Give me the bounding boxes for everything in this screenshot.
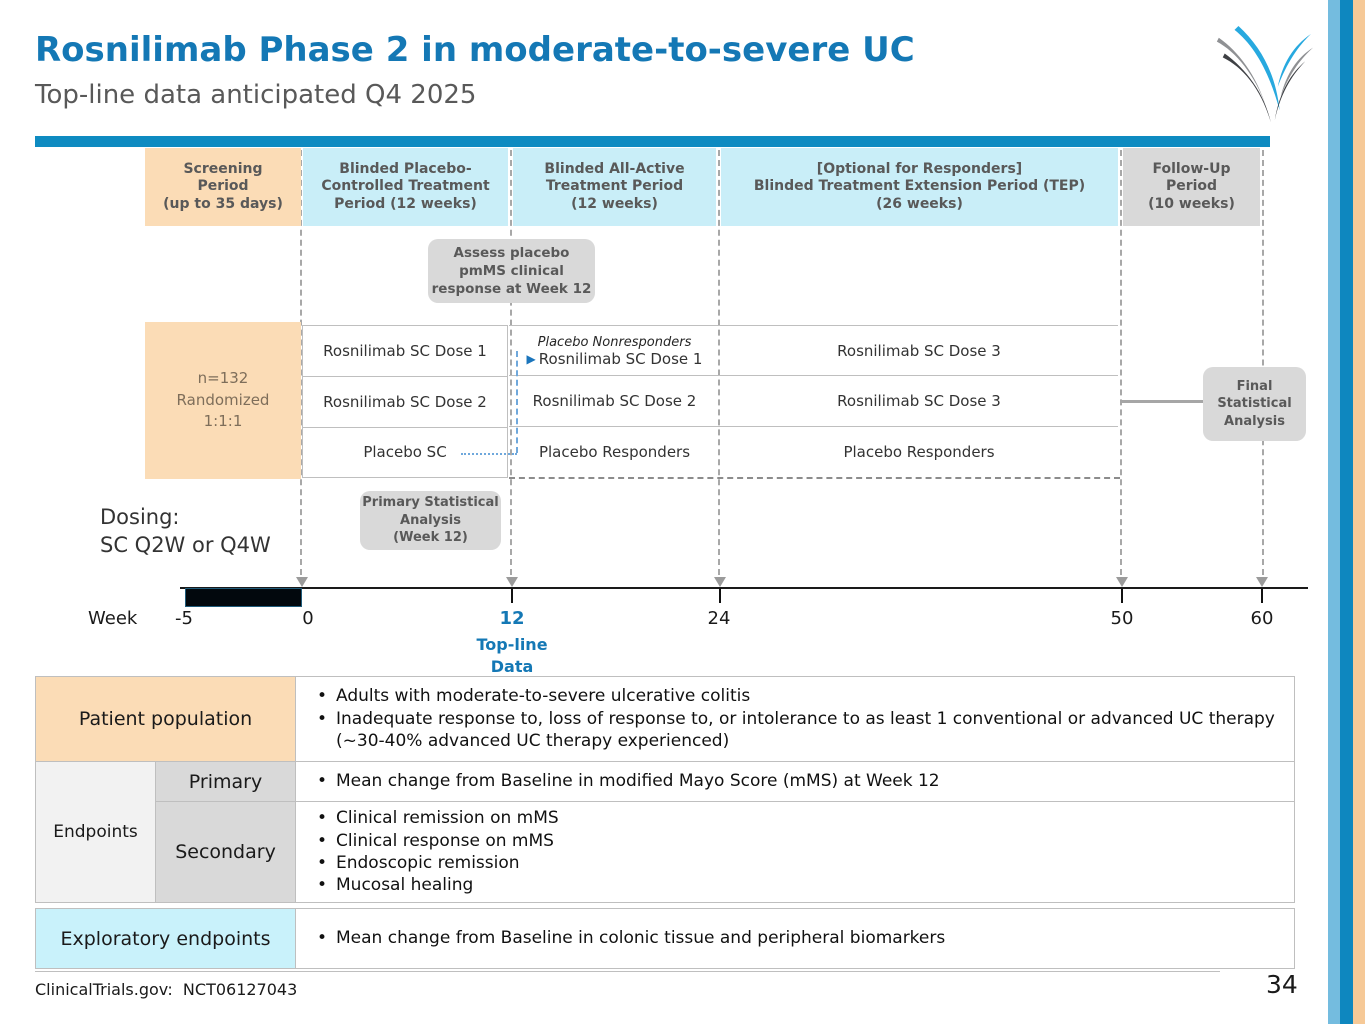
page-title: Rosnilimab Phase 2 in moderate-to-severe… xyxy=(35,30,915,70)
blue-arrow-icon: ▶ xyxy=(526,351,536,366)
down-arrow-icon xyxy=(296,577,308,587)
period-screening: Screening Period (up to 35 days) xyxy=(145,148,301,226)
dashed-line-week50 xyxy=(1120,150,1122,575)
exploratory-endpoints-header: Exploratory endpoints xyxy=(35,908,296,969)
screening-period-bar xyxy=(185,588,302,607)
arm-label: Rosnilimab SC Dose 2 xyxy=(303,376,507,427)
timeline-axis xyxy=(180,587,1308,589)
arm-label: Rosnilimab SC Dose 1 xyxy=(538,349,703,368)
edge-stripe-light-blue xyxy=(1328,0,1340,1024)
tick-week60 xyxy=(1261,588,1263,603)
endpoints-header: Endpoints xyxy=(35,761,156,903)
arm-label: Placebo Responders xyxy=(843,443,995,461)
dashed-line-week12 xyxy=(510,150,512,575)
arm-label: Placebo SC xyxy=(303,426,507,478)
period-follow-up: Follow-Up Period (10 weeks) xyxy=(1123,148,1260,226)
down-arrow-icon xyxy=(1256,577,1268,587)
period-placebo-controlled: Blinded Placebo- Controlled Treatment Pe… xyxy=(303,148,508,226)
rerandomization-dashed-line xyxy=(516,351,518,453)
tick-label-week12: 12 xyxy=(499,608,525,629)
arm-label: Rosnilimab SC Dose 1 xyxy=(323,342,487,360)
axis-label: Week xyxy=(88,608,138,629)
dosing-note: Dosing: SC Q2W or Q4W xyxy=(100,505,271,558)
dashed-line-week0 xyxy=(300,150,302,575)
tick-label: -5 xyxy=(175,608,193,629)
randomization-box: n=132 Randomized 1:1:1 xyxy=(145,322,301,479)
assess-placebo-note: Assess placebo pmMS clinical response at… xyxy=(428,239,595,303)
tick-week24 xyxy=(719,588,721,603)
bullet-item: Mean change from Baseline in colonic tis… xyxy=(310,927,1284,950)
arms-period1-column: Rosnilimab SC Dose 1 Rosnilimab SC Dose … xyxy=(302,325,508,478)
tick-label: 60 xyxy=(1250,608,1274,629)
period-treatment-extension: [Optional for Responders] Blinded Treatm… xyxy=(721,148,1118,226)
nct-id: NCT06127043 xyxy=(182,980,298,999)
arm-label: Rosnilimab SC Dose 3 xyxy=(837,341,1001,360)
arm-label: Placebo Responders xyxy=(538,443,691,461)
tick-label: 50 xyxy=(1110,608,1134,629)
grid-line xyxy=(509,375,1118,376)
registry-label: ClinicalTrials.gov: xyxy=(35,980,173,999)
header-divider-bar xyxy=(35,136,1270,147)
company-logo-icon xyxy=(1216,25,1314,123)
grid-line xyxy=(509,426,1118,427)
bullet-item: Mucosal healing xyxy=(310,874,1284,897)
tick-label: 0 xyxy=(302,608,314,629)
rerandomization-dotted-line xyxy=(461,453,517,455)
nonresponders-label: Placebo Nonresponders xyxy=(537,334,692,350)
bullet-item: Endoscopic remission xyxy=(310,852,1284,875)
bullet-item: Mean change from Baseline in modified Ma… xyxy=(310,770,1284,793)
primary-endpoint-header: Primary xyxy=(155,761,296,802)
bullet-item: Clinical remission on mMS xyxy=(310,807,1284,830)
edge-stripe-orange xyxy=(1353,0,1365,1024)
final-statistical-analysis-box: Final Statistical Analysis xyxy=(1203,367,1306,441)
page-subtitle: Top-line data anticipated Q4 2025 xyxy=(35,80,477,110)
clinicaltrials-reference: ClinicalTrials.gov: NCT06127043 xyxy=(35,980,297,999)
period-all-active: Blinded All-Active Treatment Period (12 … xyxy=(513,148,716,226)
page-number: 34 xyxy=(1266,970,1298,999)
down-arrow-icon xyxy=(714,577,726,587)
primary-endpoint-bullets: Mean change from Baseline in modified Ma… xyxy=(295,761,1295,802)
bullet-item: Clinical response on mMS xyxy=(310,830,1284,853)
dashed-line-week24 xyxy=(718,150,720,575)
arm-label: Rosnilimab SC Dose 3 xyxy=(837,392,1001,410)
bullet-item: Adults with moderate-to-severe ulcerativ… xyxy=(310,685,1284,708)
tick-label: 24 xyxy=(707,608,731,629)
secondary-endpoint-header: Secondary xyxy=(155,801,296,903)
arm-placebo-nonresponders: Placebo Nonresponders ▶ Rosnilimab SC Do… xyxy=(511,327,718,375)
patient-population-bullets: Adults with moderate-to-severe ulcerativ… xyxy=(295,676,1295,762)
secondary-endpoint-bullets: Clinical remission on mMS Clinical respo… xyxy=(295,801,1295,903)
topline-data-label: Top-line Data xyxy=(476,635,548,677)
arm-label: Rosnilimab SC Dose 2 xyxy=(532,392,697,410)
bullet-item: Inadequate response to, loss of response… xyxy=(310,708,1284,753)
patient-population-header: Patient population xyxy=(35,676,296,762)
dashed-bottom-line xyxy=(509,477,1120,479)
primary-statistical-analysis-box: Primary Statistical Analysis (Week 12) xyxy=(360,491,501,550)
tick-week50 xyxy=(1121,588,1123,603)
grid-line xyxy=(509,325,1118,326)
down-arrow-icon xyxy=(506,577,518,587)
tick-week12 xyxy=(511,588,513,603)
footer-divider xyxy=(35,971,1220,972)
edge-stripe-dark-blue xyxy=(1340,0,1353,1024)
dashed-line-week60 xyxy=(1262,150,1264,575)
exploratory-endpoints-bullets: Mean change from Baseline in colonic tis… xyxy=(295,908,1295,969)
final-analysis-connector xyxy=(1120,400,1203,403)
down-arrow-icon xyxy=(1116,577,1128,587)
